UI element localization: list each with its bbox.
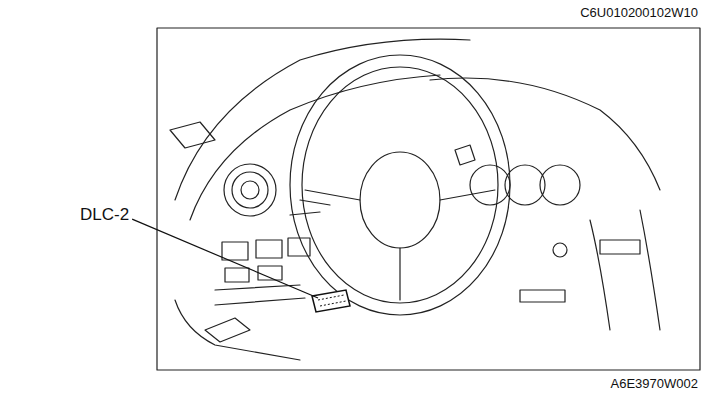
switch (225, 268, 249, 282)
switch (222, 242, 248, 260)
figure-code: A6E3970W002 (611, 377, 698, 391)
knee-panel (205, 318, 250, 342)
cluster-hood (430, 78, 660, 190)
dash-top-line (175, 39, 470, 200)
part-label: DLC-2 (80, 206, 129, 225)
climate-control (600, 240, 640, 254)
side-vent (170, 122, 215, 148)
steering-hub (360, 152, 440, 248)
round-vent (224, 164, 276, 216)
knob (553, 243, 567, 257)
lower-trim (215, 285, 305, 305)
indicator (455, 145, 475, 165)
figure-code: C6U010200102W10 (580, 6, 698, 20)
round-vent-inner (232, 172, 268, 208)
switch (288, 238, 310, 256)
stalk-lever (290, 200, 330, 215)
center-stack (590, 210, 660, 330)
switch-bank (520, 290, 565, 302)
steering-wheel-inner (302, 67, 498, 303)
leader-line (132, 219, 318, 298)
gauge (505, 165, 545, 205)
round-vent-core (241, 181, 259, 199)
gauge (540, 165, 580, 205)
steering-spokes (305, 190, 495, 300)
gauge (470, 165, 510, 205)
dash-upper-line (190, 75, 440, 220)
steering-wheel (290, 55, 510, 315)
dlc-2-connector (312, 290, 350, 312)
switch (256, 240, 282, 258)
figure-frame (157, 28, 700, 370)
dash-lower-line (175, 300, 300, 360)
